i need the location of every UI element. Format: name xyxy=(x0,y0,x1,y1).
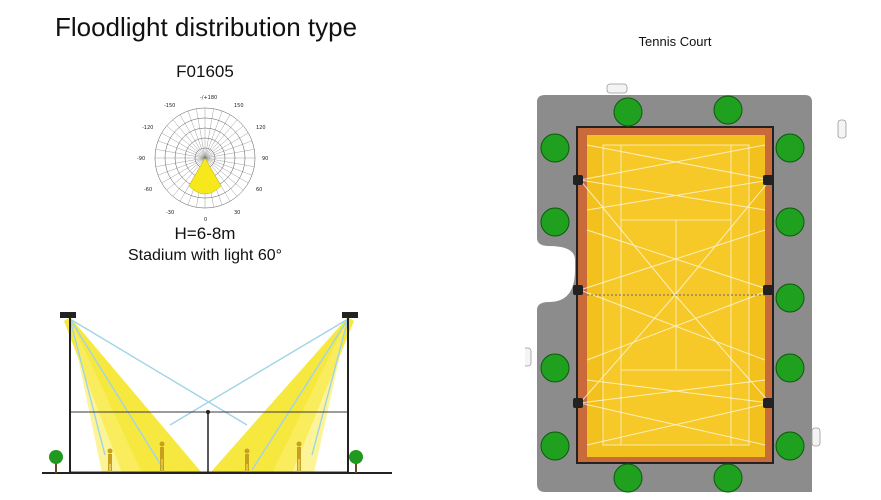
beam-lines xyxy=(69,318,349,471)
page-title: Floodlight distribution type xyxy=(54,12,358,42)
polar-label-neg30: -30 xyxy=(166,210,174,216)
left-beam-inner xyxy=(70,319,142,473)
polar-spoke-280 xyxy=(155,157,206,167)
polar-spoke-120 xyxy=(204,132,249,159)
polar-grid xyxy=(154,107,256,209)
court-cars xyxy=(525,83,847,447)
left-beam xyxy=(64,317,202,473)
polar-spoke-310 xyxy=(166,157,206,191)
court-label: Tennis Court xyxy=(638,34,712,49)
polar-spoke-200 xyxy=(187,110,206,159)
polar-label-neg60: -60 xyxy=(144,187,152,193)
polar-spoke-220 xyxy=(172,119,206,159)
left-fixture xyxy=(60,312,76,318)
polar-spoke-100 xyxy=(204,149,255,159)
polar-labels: -/+180 150 -150 120 -120 90 -90 60 -60 3… xyxy=(137,95,268,223)
polar-label-neg90: -90 xyxy=(137,156,145,162)
polar-spoke-290 xyxy=(157,157,206,176)
polar-spoke-250 xyxy=(157,140,206,159)
polar-spoke-300 xyxy=(161,157,206,184)
court-lights xyxy=(573,175,773,408)
polar-spoke-260 xyxy=(155,149,206,159)
polar-spoke-60 xyxy=(204,157,249,184)
tree-left xyxy=(49,450,63,473)
right-fixture xyxy=(342,312,358,318)
polar-label-neg120: -120 xyxy=(142,125,153,131)
side-elevation xyxy=(42,312,392,474)
polar-label-30: 30 xyxy=(234,210,240,216)
polar-spoke-150 xyxy=(204,114,231,159)
polar-spoke-230 xyxy=(166,125,206,159)
polar-label-0: 0 xyxy=(204,217,207,223)
polar-spoke-210 xyxy=(179,114,206,159)
polar-label-120: 120 xyxy=(256,125,266,131)
polar-label-60: 60 xyxy=(256,187,262,193)
player-3 xyxy=(244,448,250,472)
polar-spoke-240 xyxy=(161,132,206,159)
polar-spoke-50 xyxy=(204,157,244,191)
polar-label-150: 150 xyxy=(234,103,244,109)
tree-right xyxy=(349,450,363,473)
mounting-height: H=6-8m xyxy=(174,224,236,243)
polar-label-90: 90 xyxy=(262,156,268,162)
beam-caption: Stadium with light 60° xyxy=(127,247,283,264)
right-beam xyxy=(210,317,354,473)
player-4 xyxy=(296,441,302,472)
polar-spoke-80 xyxy=(204,157,255,167)
polar-diagram: -/+180 150 -150 120 -120 90 -90 60 -60 3… xyxy=(137,95,268,223)
court-plan xyxy=(525,83,847,493)
polar-label-180: -/+180 xyxy=(200,95,217,101)
right-beam-inner xyxy=(272,319,348,473)
polar-spoke-110 xyxy=(204,140,253,159)
polar-spoke-70 xyxy=(204,157,253,176)
polar-label-neg150: -150 xyxy=(164,103,175,109)
court-beam-lines xyxy=(579,144,771,446)
court-trees xyxy=(540,95,805,493)
player-2 xyxy=(159,441,165,472)
polar-spoke-320 xyxy=(172,157,206,197)
player-1 xyxy=(107,448,113,472)
polar-spoke-140 xyxy=(204,119,238,159)
net-post-top xyxy=(206,410,210,414)
polar-spoke-170 xyxy=(204,108,214,159)
polar-spoke-40 xyxy=(204,157,238,197)
polar-spoke-160 xyxy=(204,110,223,159)
beam-sector xyxy=(188,157,222,195)
model-number: F01605 xyxy=(176,62,234,81)
polar-spoke-190 xyxy=(196,108,206,159)
polar-spoke-130 xyxy=(204,125,244,159)
